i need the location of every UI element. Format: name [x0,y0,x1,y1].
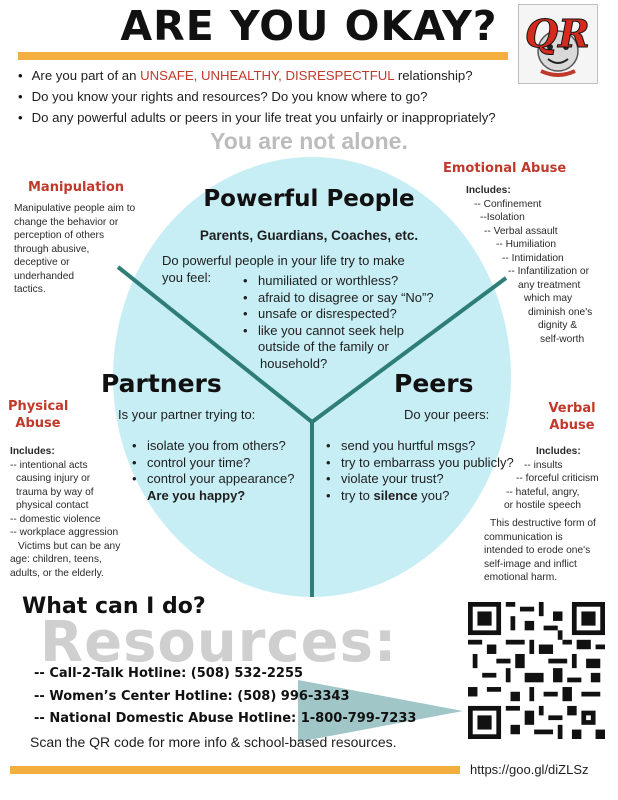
intro-question-3: Do any powerful adults or peers in your … [18,107,518,128]
list-item: •control your appearance? [132,471,295,486]
manipulation-heading: Manipulation [28,180,125,195]
what-can-i-do-heading: What can I do? [22,594,206,619]
list-item: •unsafe or disrespected? [243,306,397,321]
physical-abuse-text: Includes: -- intentional acts causing in… [10,446,121,579]
peers-question: Do your peers: [404,407,490,422]
list-item-continued: household? [260,355,328,371]
list-item: •try to silence you? [326,487,450,503]
partners-question: Is your partner trying to: [118,407,256,422]
list-item: •afraid to disagree or say “No”? [243,289,434,305]
manipulation-text: Manipulative people aim to change the be… [14,203,136,295]
school-logo: QR [518,4,598,84]
powerful-people-list: •humiliated or worthless? •afraid to dis… [243,273,463,372]
powerful-people-question: Do powerful people in your life try to m… [162,253,405,285]
title-underline [18,52,508,60]
poster-title: ARE YOU OKAY? [120,2,498,50]
verbal-abuse-description: This destructive form of communication i… [484,518,596,583]
qr-code[interactable] [468,602,605,739]
hotline-national-domestic-abuse: -- National Domestic Abuse Hotline: 1-80… [34,711,417,726]
resource-url[interactable]: https://goo.gl/diZLSz [470,762,589,777]
peers-list: •send you hurtful msgs? •try to embarras… [326,438,516,504]
intro-question-1: Are you part of an UNSAFE, UNHEALTHY, DI… [18,65,518,86]
partners-title: Partners [101,369,222,398]
list-item: •like you cannot seek help [243,322,404,338]
physical-abuse-heading: Physical Abuse [8,399,69,431]
partners-list: •isolate you from others? •control your … [132,438,307,504]
list-item-continued: outside of the family or [258,339,389,354]
tagline: You are not alone. [210,128,408,154]
list-item: •send you hurtful msgs? [326,438,476,453]
list-item: •isolate you from others? [132,438,286,453]
emotional-abuse-text: Includes: -- Confinement --Isolation -- … [466,185,593,345]
list-item: •control your time? [132,454,251,470]
intro-question-2: Do you know your rights and resources? D… [18,86,518,107]
hotline-womens-center: -- Women’s Center Hotline: (508) 996-334… [34,689,350,704]
qr-instructions: Scan the QR code for more info & school-… [30,734,397,750]
intro-questions: Are you part of an UNSAFE, UNHEALTHY, DI… [18,65,518,128]
list-item: •try to embarrass you publicly? [326,454,514,470]
powerful-people-title: Powerful People [203,186,415,212]
logo-lettering: QR [525,11,591,57]
list-item: •violate your trust? [326,471,444,486]
resources-heading: Resources: [40,610,398,675]
bottom-rule [10,766,460,774]
hotline-call-2-talk: -- Call-2-Talk Hotline: (508) 532-2255 [34,666,304,681]
arrow-right-icon [298,680,463,742]
partners-closing: Are you happy? [147,487,246,503]
peers-title: Peers [394,369,474,398]
list-item: •humiliated or worthless? [243,273,399,288]
verbal-abuse-text: Includes: -- insults -- forceful critici… [504,446,599,511]
verbal-abuse-heading: Verbal Abuse [548,401,596,433]
emotional-abuse-heading: Emotional Abuse [443,161,567,176]
powerful-people-subtitle: Parents, Guardians, Coaches, etc. [199,228,419,243]
